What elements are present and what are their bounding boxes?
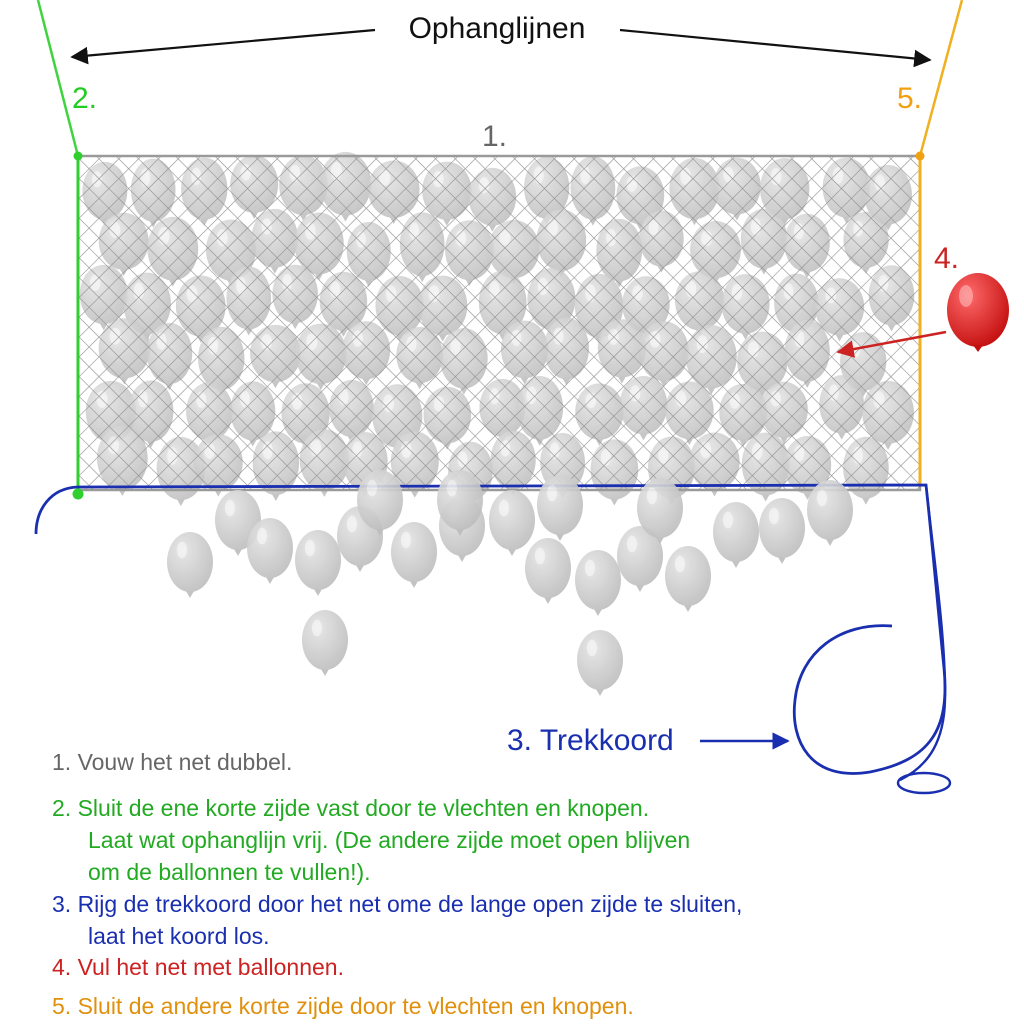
instruction-step-5: 5. Sluit de andere korte zijde door te v… [52, 990, 634, 1022]
marker-1-label: 1. [482, 120, 507, 153]
corner-dot-bottom-left [72, 488, 84, 500]
step-2-line-3: om de ballonnen te vullen!). [88, 859, 371, 885]
balloon-icon [807, 480, 853, 546]
balloon-icon [302, 610, 348, 676]
balloon-icon [575, 550, 621, 616]
balloon-icon [577, 630, 623, 696]
marker-5-label: 5. [897, 82, 922, 115]
balloon-icon [759, 498, 805, 564]
balloon-icon [537, 475, 583, 541]
hanging-line-right [918, 0, 964, 157]
step-5-line-1: 5. Sluit de andere korte zijde door te v… [52, 993, 634, 1019]
instruction-step-3: 3. Rijg de trekkoord door het net ome de… [52, 888, 742, 952]
instruction-step-2: 2. Sluit de ene korte zijde vast door te… [52, 792, 690, 888]
balloon-icon [167, 532, 213, 598]
balloon-icon [489, 490, 535, 556]
drawstring-tail [899, 484, 947, 782]
ophanglijnen-arrow-left [70, 28, 376, 65]
ophanglijnen-label: Ophanglijnen [409, 12, 586, 45]
marker-4-label: 4. [934, 242, 959, 275]
step-1-line-1: 1. Vouw het net dubbel. [52, 749, 293, 775]
balloon-icon [357, 470, 403, 536]
balloon-icon [617, 526, 663, 592]
balloon-icon [295, 530, 341, 596]
balloon-icon [391, 522, 437, 588]
balloon-icon [637, 478, 683, 544]
balloon-icon [665, 546, 711, 612]
step-3-line-1: 3. Rijg de trekkoord door het net ome de… [52, 891, 743, 917]
balloon-icon [437, 470, 483, 536]
red-arrow [836, 330, 947, 358]
balloon-icon [525, 538, 571, 604]
net [76, 154, 922, 492]
drawstring-loop [896, 771, 952, 795]
step-4-line-1: 4. Vul het net met ballonnen. [52, 954, 344, 980]
instruction-step-4: 4. Vul het net met ballonnen. [52, 951, 344, 983]
corner-dot-top-right [915, 151, 925, 161]
step-2-line-1: 2. Sluit de ene korte zijde vast door te… [52, 795, 650, 821]
red-balloon-icon [947, 273, 1009, 352]
marker-2-label: 2. [72, 82, 97, 115]
falling-balloons [167, 470, 853, 696]
hanging-line-left [36, 0, 80, 157]
step-2-line-2: Laat wat ophanglijn vrij. (De andere zij… [88, 827, 691, 853]
trekkoord-label: 3. Trekkoord [507, 724, 674, 757]
step-3-line-2: laat het koord los. [88, 923, 270, 949]
instruction-step-1: 1. Vouw het net dubbel. [52, 746, 292, 778]
balloon-icon [713, 502, 759, 568]
corner-dot-top-left [73, 151, 83, 161]
balloon-icon [247, 518, 293, 584]
ophanglijnen-arrow-right [619, 28, 932, 68]
